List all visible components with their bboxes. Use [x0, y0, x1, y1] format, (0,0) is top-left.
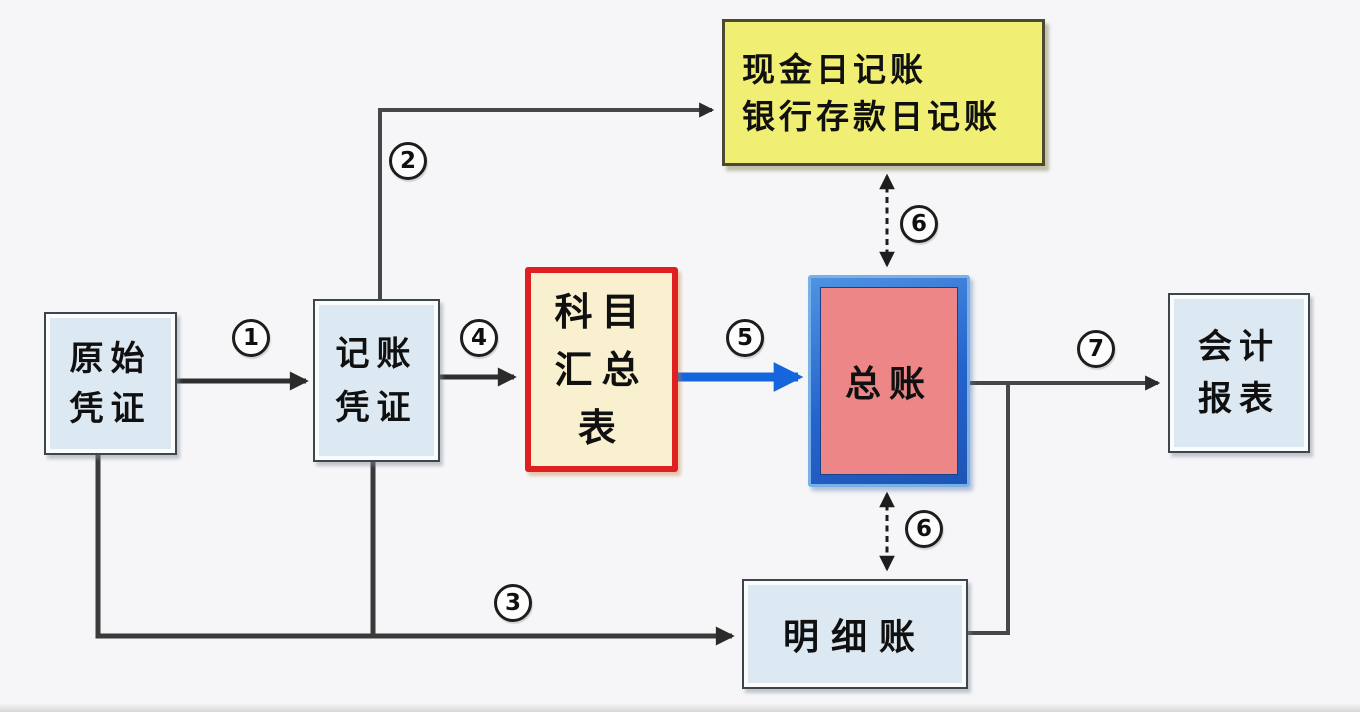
- original-voucher-line-1: 原始: [69, 338, 152, 379]
- step-7-badge: 7: [1077, 330, 1115, 368]
- step-1-label: 1: [242, 324, 259, 351]
- bookkeeping-voucher-line-2: 凭证: [335, 387, 418, 428]
- node-accounting-reports: 会计 报表: [1168, 293, 1310, 453]
- arrow-7-branch-from-detail-ledger: [963, 383, 1010, 635]
- step-3-label: 3: [504, 589, 521, 616]
- node-journals: 现金日记账 银行存款日记账: [722, 19, 1045, 166]
- node-general-ledger: 总账: [808, 275, 970, 487]
- subject-summary-line-2: 汇总: [554, 347, 649, 392]
- step-6-bottom-badge: 6: [905, 510, 943, 548]
- arrow-2-bookkeeping-to-journals: [378, 102, 715, 299]
- journals-line-cash: 现金日记账: [742, 49, 927, 89]
- arrow-3-original-to-detail-ledger: [95, 455, 735, 646]
- step-1-badge: 1: [232, 319, 270, 357]
- subject-summary-line-1: 科目: [554, 289, 649, 334]
- step-7-label: 7: [1087, 335, 1104, 362]
- step-2-label: 2: [399, 147, 416, 174]
- journals-line-bank: 银行存款日记账: [742, 96, 1001, 136]
- step-2-badge: 2: [389, 142, 427, 180]
- step-5-badge: 5: [726, 319, 764, 357]
- node-bookkeeping-voucher: 记账 凭证: [313, 299, 440, 462]
- step-4-label: 4: [470, 324, 487, 351]
- step-6-top-label: 6: [910, 210, 927, 237]
- step-5-label: 5: [736, 324, 753, 351]
- step-3-badge: 3: [494, 584, 532, 622]
- step-6-top-badge: 6: [900, 205, 938, 243]
- step-6-bottom-label: 6: [915, 515, 932, 542]
- detail-ledger-label: 明细账: [782, 617, 927, 658]
- node-original-voucher: 原始 凭证: [44, 312, 177, 455]
- subject-summary-line-3: 表: [577, 405, 625, 450]
- node-subject-summary: 科目 汇总 表: [525, 267, 678, 472]
- step-4-badge: 4: [460, 319, 498, 357]
- general-ledger-label: 总账: [844, 364, 933, 405]
- accounting-reports-line-2: 报表: [1198, 379, 1280, 419]
- bookkeeping-voucher-line-1: 记账: [335, 333, 418, 374]
- accounting-reports-line-1: 会计: [1198, 327, 1280, 367]
- original-voucher-line-2: 凭证: [69, 388, 152, 429]
- node-detail-ledger: 明细账: [742, 579, 968, 689]
